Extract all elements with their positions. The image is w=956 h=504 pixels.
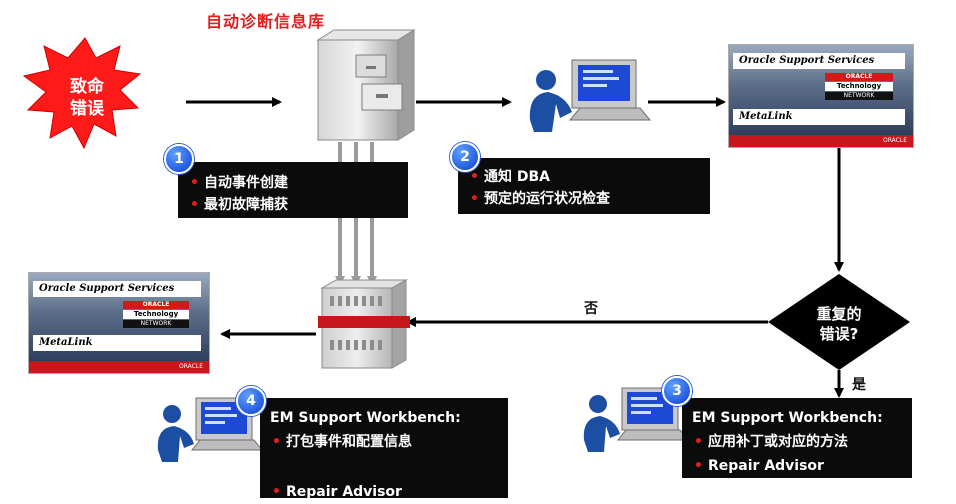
step4-item-1: 打包事件和配置信息 <box>270 430 508 454</box>
oss-metalink: MetaLink <box>733 109 905 125</box>
support-server-icon <box>318 279 410 369</box>
fatal-error-line2: 错误 <box>70 99 104 119</box>
oss-brand-top: ORACLE <box>825 73 893 81</box>
step4-badge: 4 <box>236 386 266 416</box>
step4-box: EM Support Workbench: 打包事件和配置信息 Repair A… <box>260 398 508 504</box>
oss-brand-bot: NETWORK <box>825 92 893 100</box>
step2-item-2: 预定的运行状况检查 <box>468 188 710 210</box>
step1-box: 自动事件创建 最初故障捕获 <box>178 162 408 218</box>
oss-brand-top-left: ORACLE <box>123 301 189 309</box>
oss-title-left: Oracle Support Services <box>33 281 201 297</box>
step2-item-1: 通知 DBA <box>468 166 710 188</box>
oracle-support-panel-top: Oracle Support Services ORACLE Technolog… <box>728 44 914 148</box>
decision-line2: 错误? <box>819 325 859 343</box>
decision-line1: 重复的 <box>816 305 862 323</box>
step3-header: EM Support Workbench: <box>692 410 883 426</box>
step1-item-1: 自动事件创建 <box>188 172 408 194</box>
step3-item-2: Repair Advisor <box>692 454 912 478</box>
step3-item-1: 应用补丁或对应的方法 <box>692 430 912 454</box>
decision-label: 重复的 错误? <box>800 304 878 344</box>
step3-badge: 3 <box>662 376 692 406</box>
oss-brand-bot-left: NETWORK <box>123 320 189 328</box>
step1-item-2: 最初故障捕获 <box>188 194 408 216</box>
fatal-error-starburst <box>22 37 142 150</box>
oss-footer: ORACLE <box>729 135 913 147</box>
fatal-error-line1: 致命 <box>70 77 104 97</box>
fatal-error-label: 致命 错误 <box>60 76 114 120</box>
oracle-support-panel-left: Oracle Support Services ORACLE Technolog… <box>28 272 210 374</box>
decision-diamond <box>768 274 910 370</box>
step4-header: EM Support Workbench: <box>270 410 461 426</box>
decision-no-label: 否 <box>584 301 598 317</box>
decision-yes-label: 是 <box>852 377 866 393</box>
oss-brand-mid: Technology <box>825 82 893 91</box>
adr-cabinet-icon <box>316 29 416 141</box>
step1-badge: 1 <box>164 144 194 174</box>
step2-box: 通知 DBA 预定的运行状况检查 <box>458 158 710 214</box>
step4-spacer <box>270 454 508 480</box>
step4-item-2: Repair Advisor <box>270 480 508 504</box>
oss-title: Oracle Support Services <box>733 53 905 69</box>
step2-badge: 2 <box>450 142 480 172</box>
oss-metalink-left: MetaLink <box>33 335 201 351</box>
oss-footer-left: ORACLE <box>29 361 209 373</box>
step3-box: EM Support Workbench: 应用补丁或对应的方法 Repair … <box>682 398 912 478</box>
page-title: 自动诊断信息库 <box>206 12 326 31</box>
dba-computer-icon <box>529 59 652 132</box>
oss-brand-mid-left: Technology <box>123 310 189 319</box>
